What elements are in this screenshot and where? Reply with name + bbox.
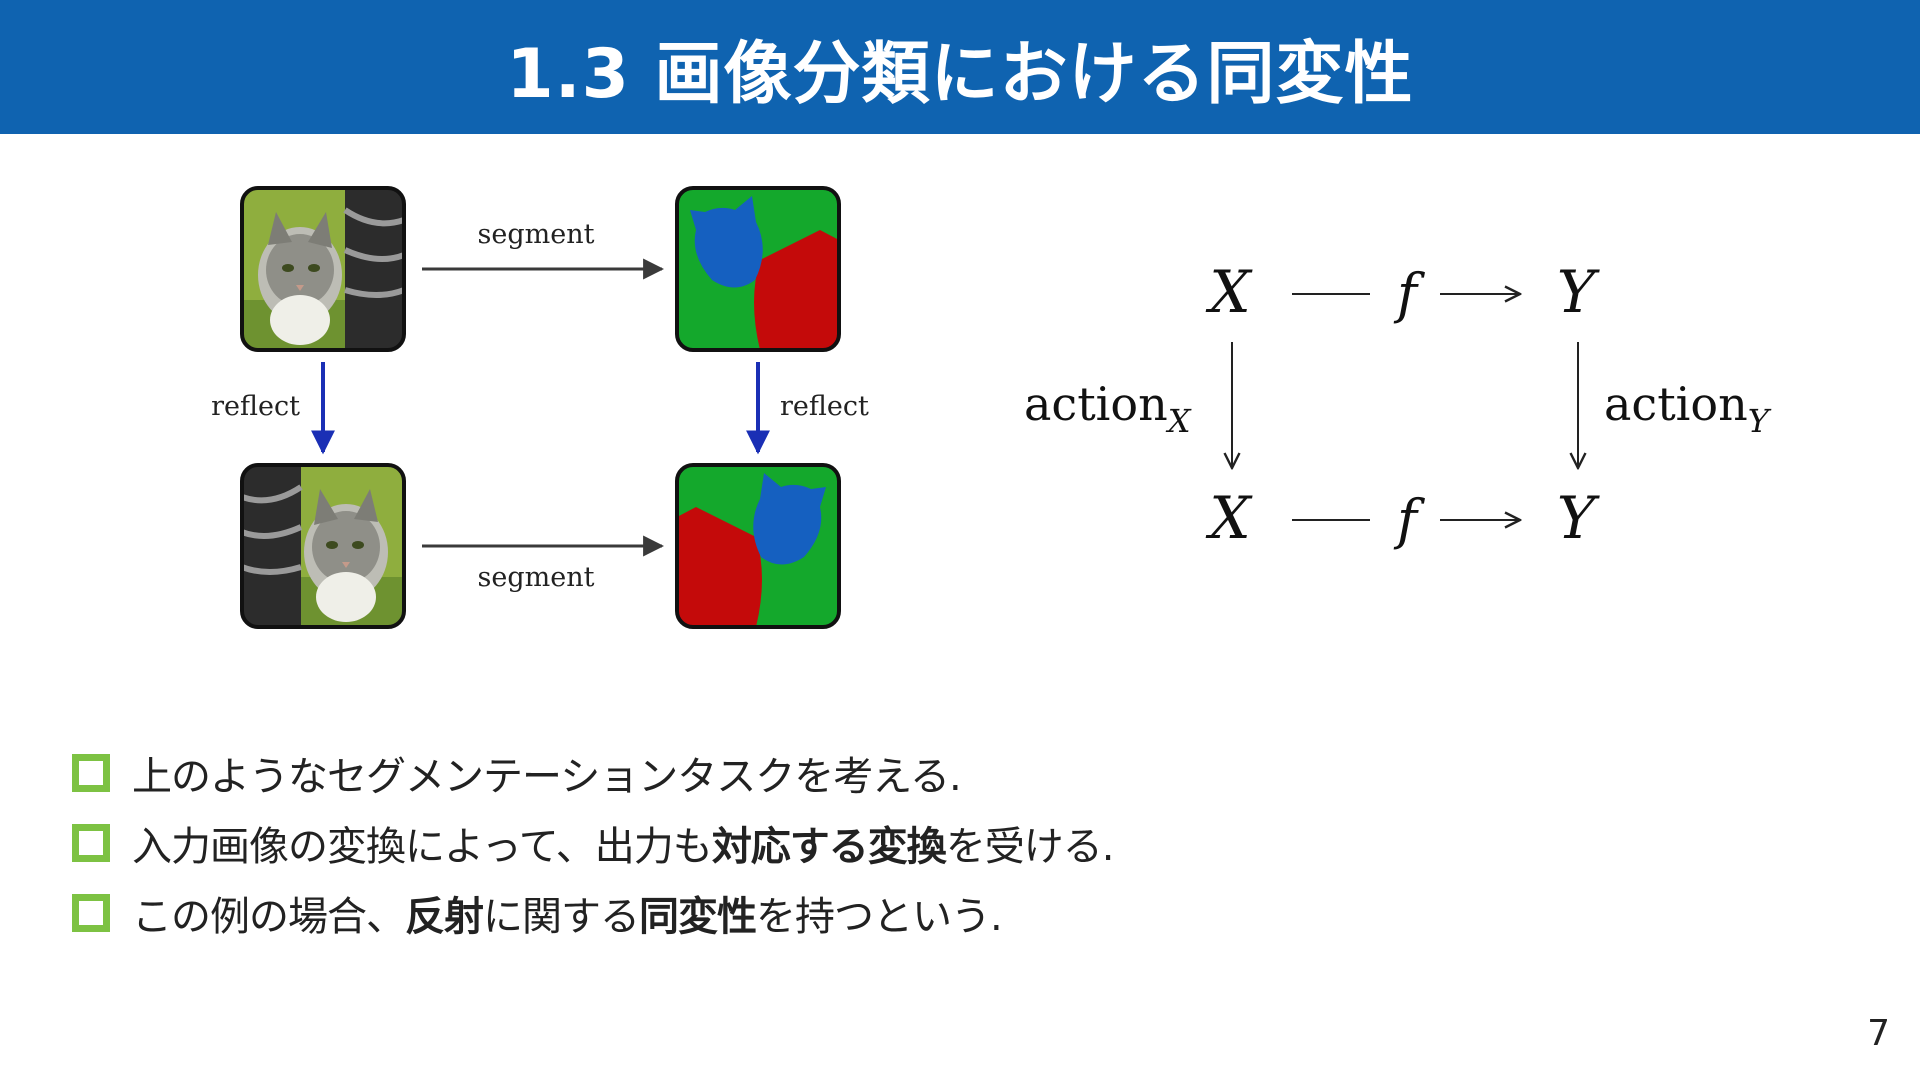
action-y-label: actionY (1604, 377, 1772, 440)
bullet-item: 上のようなセグメンテーションタスクを考える. (72, 738, 1852, 808)
cat-photo-frame (240, 186, 406, 352)
segment-label-top: segment (478, 219, 595, 250)
title-bar: 1.3 画像分類における同変性 (0, 0, 1920, 134)
reflect-label-left: reflect (211, 391, 300, 422)
square-bullet-icon (72, 754, 110, 792)
segmentation-original (677, 188, 839, 350)
bullet-text: 上のようなセグメンテーションタスクを考える. (132, 754, 962, 800)
segment-label-bottom: segment (478, 562, 595, 593)
segmentation-reflected-frame (675, 463, 841, 629)
math-y-bottom: Y (1557, 484, 1600, 552)
action-y-subscript: Y (1748, 402, 1772, 440)
bullet-text: この例の場合、反射に関する同変性を持つという. (132, 894, 1003, 940)
figure-area: segment segment reflect reflect X f Y ac… (0, 150, 1920, 670)
segmentation-frame (675, 186, 841, 352)
action-x-label: actionX (1024, 377, 1192, 440)
action-x-subscript: X (1165, 402, 1192, 440)
math-x-bottom: X (1205, 484, 1253, 552)
square-bullet-icon (72, 894, 110, 932)
math-f-bottom: f (1393, 488, 1425, 551)
cat-photo-reflected (242, 465, 404, 627)
cat-photo-original (242, 188, 404, 350)
figure-svg: segment segment reflect reflect X f Y ac… (211, 186, 1772, 629)
cat-photo-reflected-frame (240, 463, 406, 629)
math-x-top: X (1205, 258, 1253, 326)
bullet-item: 入力画像の変換によって、出力も対応する変換を受ける. (72, 808, 1852, 878)
page-number: 7 (1867, 1013, 1890, 1054)
bullet-text: 入力画像の変換によって、出力も対応する変換を受ける. (132, 824, 1115, 870)
math-f-top: f (1393, 262, 1425, 325)
reflect-label-right: reflect (780, 391, 869, 422)
slide-title: 1.3 画像分類における同変性 (506, 34, 1414, 114)
bullet-list: 上のようなセグメンテーションタスクを考える. 入力画像の変換によって、出力も対応… (72, 738, 1852, 948)
square-bullet-icon (72, 824, 110, 862)
math-y-top: Y (1557, 258, 1600, 326)
segmentation-reflected (677, 465, 839, 627)
bullet-item: この例の場合、反射に関する同変性を持つという. (72, 878, 1852, 948)
